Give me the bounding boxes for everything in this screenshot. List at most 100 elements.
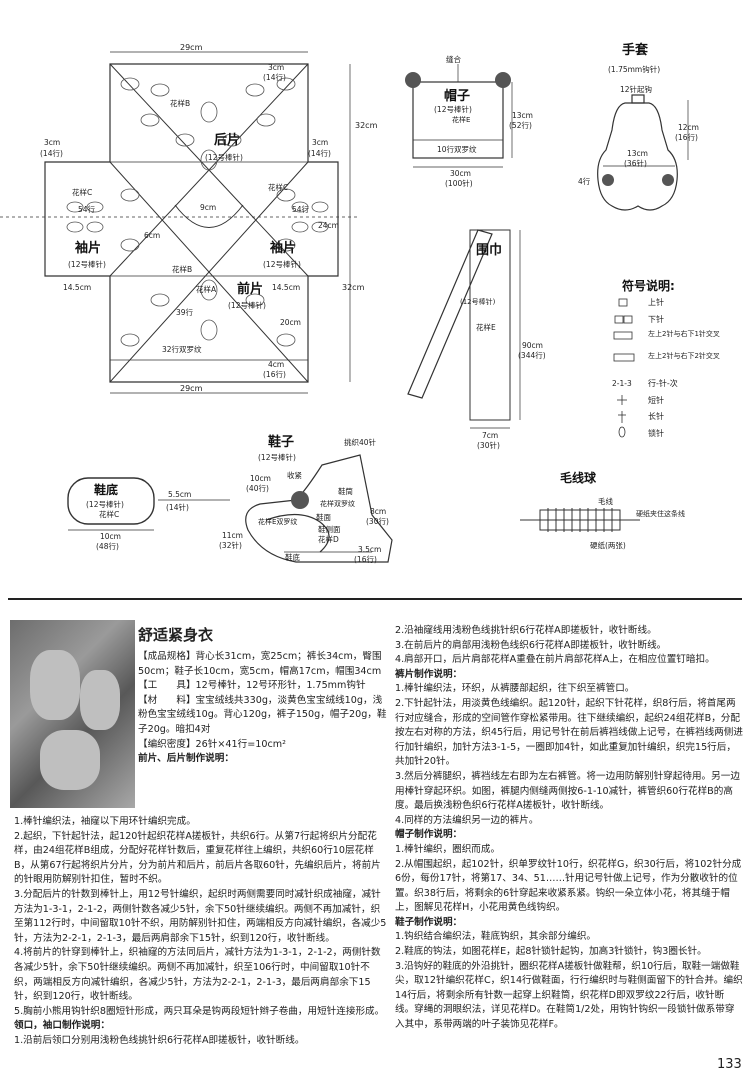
- pompom-card: 硬纸夹住这条线: [636, 509, 685, 518]
- sweater-width-top: 29cm: [180, 43, 203, 52]
- shoe-b-rows: (16行): [354, 554, 377, 564]
- legend-row-stitch-time: 行-针-次: [648, 378, 678, 388]
- sweater-total-height: 32cm: [355, 121, 378, 130]
- back-piece-needle: (12号棒针): [205, 152, 243, 162]
- spec-tools: 【工 具】12号棒针，12号环形针，1.75mm钩针: [138, 680, 366, 692]
- collar-step-3: 3.在前后片的肩部用浅粉色线织6行花样A即搓板针，收针断线。: [395, 639, 667, 651]
- legend-purl: 上针: [648, 297, 664, 307]
- shoe-needle: (12号棒针): [258, 452, 296, 462]
- article-title: 舒适紧身衣: [138, 626, 214, 644]
- shoe-sole-label: 鞋底: [285, 552, 300, 562]
- hat-rib: 10行双罗纹: [437, 144, 477, 154]
- right-sleeve-label: 袖片: [270, 240, 296, 256]
- scarf-len-rows: (344行): [518, 350, 546, 360]
- hat-seam: 缝合: [446, 54, 461, 64]
- pattern-c-left: 花样C: [72, 187, 92, 197]
- legend-sc: 短针: [648, 395, 664, 405]
- legend-knit: 下针: [648, 314, 664, 324]
- pants-step-1: 1.棒针编织法，环织，从裤腰部起织，往下织至裤管口。: [395, 683, 635, 695]
- legend-sym-213: 2-1-3: [612, 379, 632, 388]
- section-front-back: 前片、后片制作说明：: [138, 753, 234, 765]
- right-sleeve-width: 14.5cm: [272, 283, 300, 292]
- section-shoes: 鞋子制作说明：: [395, 916, 463, 928]
- pompom-card2: 硬纸(两张): [590, 540, 626, 550]
- shoe-step-3: 3.沿钩好的鞋底的外沿挑针，圈织花样A搓板针做鞋帮，织10行后，取鞋一端做鞋尖，…: [395, 960, 743, 1031]
- shoe-side-pattern: 花样D: [318, 534, 339, 544]
- article-body-right: 2.沿袖窿线用浅粉色线挑针织6行花样A即搓板针，收针断线。 3.在前后片的肩部用…: [395, 624, 743, 1033]
- left-side-cm: 3cm: [44, 138, 60, 147]
- sole-w-stitches: (14针): [166, 502, 189, 512]
- spec-gauge: 【编织密度】26针×41行=10cm²: [138, 738, 286, 750]
- pattern-a-label: 花样A: [196, 284, 217, 294]
- collar-step-2: 2.沿袖窿线用浅粉色线挑针织6行花样A即搓板针，收针断线。: [395, 625, 657, 636]
- pompom-diagram: [520, 508, 640, 532]
- legend-chain: 锁针: [648, 428, 664, 438]
- body-height-20cm: 20cm: [280, 318, 301, 327]
- sweater-cable-motifs: [66, 77, 329, 347]
- left-54-rows: 54行: [78, 204, 96, 214]
- sweater-width-bottom: 29cm: [180, 384, 203, 393]
- top-margin-cm: 3cm: [268, 63, 284, 72]
- sole-needle: (12号棒针): [86, 499, 124, 509]
- sole-b-cm: 10cm: [100, 532, 121, 541]
- right-24cm: 24cm: [318, 221, 339, 230]
- shoe-r-rows: (30行): [366, 516, 389, 526]
- pattern-diagrams: 29cm 29cm 3cm (14行) 32cm 32cm 3cm (14行) …: [0, 42, 720, 564]
- scarf-needle: (12号棒针): [460, 297, 496, 306]
- pattern-c-right: 花样C: [268, 182, 288, 192]
- neck-width: 9cm: [200, 203, 216, 212]
- shoe-face: 鞋面: [316, 512, 331, 522]
- symbol-legend: 符号说明: 上针 下针 左上2针与右下1针交叉 左上2针与右下2针交叉 2-1-…: [612, 278, 720, 438]
- hat-step-2: 2.从帽围起织，起102针，织单罗纹针10行，织花样G，织30行后，将102针分…: [395, 858, 742, 914]
- sole-pattern: 花样C: [99, 509, 119, 519]
- shoe-edge: 挑织40针: [344, 437, 377, 447]
- collar-step-4: 4.肩部开口，后片肩部花样A重叠在前片肩部花样A上，在相应位置钉暗扣。: [395, 654, 715, 666]
- sole-b-rows: (48行): [96, 541, 119, 551]
- shoe-l-cm: 11cm: [222, 531, 243, 540]
- shoe-diagram: [67, 454, 393, 563]
- mitten-title: 手套: [622, 42, 649, 58]
- section-hat: 帽子制作说明：: [395, 829, 463, 841]
- scarf-w-stitches: (30针): [477, 440, 500, 450]
- left-sleeve-width: 14.5cm: [63, 283, 91, 292]
- hat-title: 帽子: [444, 88, 470, 104]
- step-4: 4.将前片的针穿到棒针上，织袖窿的方法同后片，减针方法为1-3-1，2-1-2，…: [14, 947, 381, 1003]
- cuff-rows: (16行): [263, 369, 286, 379]
- scarf-len-cm: 90cm: [522, 341, 543, 350]
- section-collar: 领口，袖口制作说明：: [14, 1020, 110, 1032]
- shoe-gather: 收紧: [287, 470, 302, 480]
- hat-pattern: 花样E: [452, 115, 470, 124]
- shoe-face-pattern: 花样E双罗纹: [258, 517, 297, 526]
- mitten-c-cm: 13cm: [627, 149, 648, 158]
- mitten-diagram: [597, 94, 689, 211]
- article-specs: 【成品规格】背心长31cm，宽25cm；裤长34cm，臀围50cm；鞋子长10c…: [138, 650, 388, 767]
- spec-size: 【成品规格】背心长31cm，宽25cm；裤长34cm，臀围50cm；鞋子长10c…: [138, 651, 382, 677]
- page-number: 133: [717, 1057, 742, 1072]
- mitten-hook: (1.75mm钩针): [608, 64, 660, 74]
- pompom-wrap: 毛线: [598, 496, 613, 506]
- legend-title: 符号说明:: [622, 278, 675, 293]
- section-pants: 裤片制作说明：: [395, 668, 463, 680]
- hat-diagram: [412, 64, 513, 168]
- hat-step-1: 1.棒针编织，圈织而成。: [395, 843, 501, 855]
- shoe-upper: 鞋筒: [338, 486, 353, 496]
- section-divider: [8, 598, 742, 600]
- back-piece-label: 后片: [214, 132, 240, 148]
- front-piece-needle: (12号棒针): [228, 300, 266, 310]
- mitten-side: 4行: [578, 176, 591, 186]
- left-sleeve-label: 袖片: [75, 240, 101, 256]
- pompom-title: 毛线球: [560, 470, 597, 485]
- step-1: 1.棒针编织法，袖窿以下用环针编织完成。: [14, 816, 196, 827]
- legend-cross-2-1: 左上2针与右下1针交叉: [648, 329, 720, 338]
- cuff-cm: 4cm: [268, 360, 284, 369]
- mitten-c-stitches: (36针): [624, 158, 647, 168]
- mitten-top: 12针起钩: [620, 84, 652, 94]
- article-body-left: 1.棒针编织法，袖窿以下用环针编织完成。 2.起织，下针起针法，起120针起织花…: [14, 815, 389, 1049]
- sweater-body-height: 32cm: [342, 283, 365, 292]
- shoe-pompom: [291, 491, 309, 509]
- shoe-l-stitches: (32针): [219, 540, 242, 550]
- pants-step-2: 2.下针起针法，用淡黄色线编织。起120针，起织下针花样，织8行后，将首尾两行对…: [395, 697, 743, 768]
- rows-39: 39行: [176, 307, 194, 317]
- shoe-step-1: 1.钩织结合编织法，鞋底钩织，其余部分编织。: [395, 931, 597, 943]
- left-side-rows: (14行): [40, 148, 63, 158]
